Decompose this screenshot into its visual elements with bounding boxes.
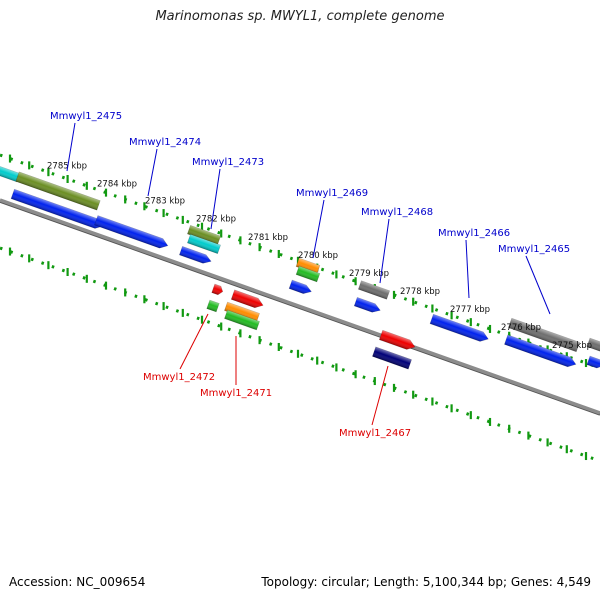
gene-block-blue — [179, 246, 212, 264]
gene-block-green — [224, 309, 260, 331]
gene-block-navy — [372, 346, 412, 370]
gene-label-forward: Mmwyl1_2469 — [296, 188, 368, 199]
gene-label-reverse: Mmwyl1_2471 — [200, 388, 272, 399]
gene-block-red — [230, 289, 264, 309]
gene-block-blue — [10, 188, 104, 229]
gene-block-blue — [429, 313, 489, 342]
gene-block-grey — [508, 317, 580, 353]
gene-leader-line — [66, 122, 76, 172]
kbp-tick-label: 2775 kbp — [552, 341, 592, 351]
gene-leader-line — [312, 199, 325, 259]
gene-leader-line — [371, 365, 389, 426]
gene-block-blue — [586, 355, 600, 369]
genome-title: Marinomonas sp. MWYL1, complete genome — [155, 9, 445, 24]
kbp-tick-label: 2776 kbp — [501, 323, 541, 333]
gene-block-blue — [288, 279, 312, 294]
gene-label-forward: Mmwyl1_2474 — [129, 137, 201, 148]
gene-block-grey — [357, 280, 391, 300]
kbp-tick-label: 2779 kbp — [349, 269, 389, 279]
gene-leader-line — [525, 255, 551, 315]
gene-block-olive — [15, 171, 101, 211]
gene-leader-line — [379, 218, 390, 284]
gene-leader-line — [179, 313, 209, 370]
kbp-tick-label: 2778 kbp — [400, 287, 440, 297]
gene-block-blue — [353, 297, 381, 313]
gene-block-blue — [94, 215, 169, 249]
gene-label-forward: Mmwyl1_2475 — [50, 111, 122, 122]
gene-label-forward: Mmwyl1_2473 — [192, 157, 264, 168]
kbp-tick-label: 2781 kbp — [248, 233, 288, 243]
kbp-tick-label: 2784 kbp — [97, 179, 137, 189]
gene-leader-line — [210, 168, 221, 230]
gene-block-grey — [586, 337, 600, 353]
gene-block-red — [211, 283, 224, 296]
gene-block-green — [206, 299, 220, 313]
kbp-tick-label: 2782 kbp — [196, 215, 236, 225]
gene-label-reverse: Mmwyl1_2467 — [339, 428, 411, 439]
kbp-tick-label: 2783 kbp — [145, 196, 185, 206]
gene-leader-line — [465, 239, 470, 299]
gene-leader-line — [147, 148, 158, 197]
accession-text: Accession: NC_009654 — [9, 575, 146, 589]
gene-block-cyan — [187, 234, 221, 254]
backbone-line — [0, 198, 600, 415]
gene-label-forward: Mmwyl1_2465 — [498, 244, 570, 255]
topology-text: Topology: circular; Length: 5,100,344 bp… — [261, 575, 591, 589]
kbp-tick-label: 2780 kbp — [298, 251, 338, 261]
kbp-tick-label: 2777 kbp — [450, 305, 490, 315]
gene-block-green — [295, 265, 321, 283]
gene-label-forward: Mmwyl1_2468 — [361, 207, 433, 218]
kbp-tick-label: 2785 kbp — [47, 162, 87, 172]
gene-block-blue — [504, 334, 577, 368]
gene-label-reverse: Mmwyl1_2472 — [143, 372, 215, 383]
gene-block-cyan — [0, 165, 21, 183]
gene-block-red — [378, 329, 416, 350]
gene-label-forward: Mmwyl1_2466 — [438, 228, 510, 239]
